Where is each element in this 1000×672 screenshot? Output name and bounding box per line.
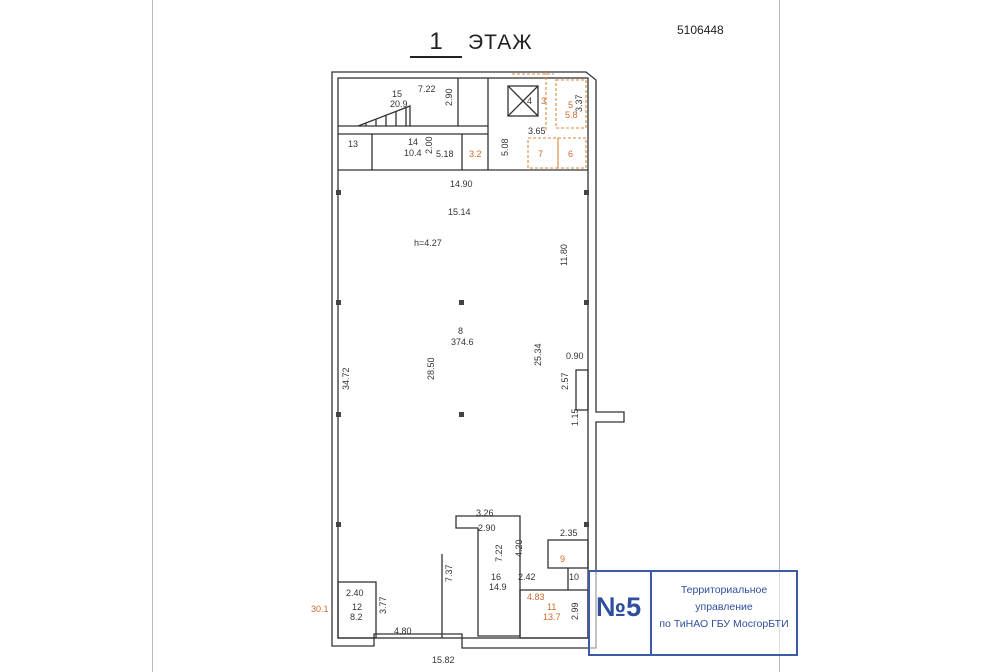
column-marker — [459, 412, 464, 417]
dimension: 4.80 — [394, 626, 412, 636]
floor-word: ЭТАЖ — [468, 31, 533, 54]
room-area: 5.8 — [565, 110, 578, 120]
dimension: 28.50 — [426, 357, 436, 380]
dimension: 2.42 — [518, 572, 536, 582]
room-number: 10 — [569, 572, 579, 582]
room-area: 30.1 — [311, 604, 329, 614]
dimension: 15.82 — [432, 655, 455, 665]
dimension: 2.57 — [560, 372, 570, 390]
dimension: 7.37 — [444, 564, 454, 582]
floor-number: 1 — [410, 28, 462, 58]
ceiling-height: h=4.27 — [414, 238, 442, 248]
room-6-outline — [557, 137, 587, 169]
room-number: 7 — [538, 149, 543, 159]
room-area: 20.9 — [390, 99, 408, 109]
elevator-shaft — [507, 85, 539, 117]
dimension: 2.35 — [560, 528, 578, 538]
stamp-line: Территориальное — [680, 584, 768, 596]
dimension: 11.80 — [559, 244, 569, 266]
room-number: 9 — [560, 554, 565, 564]
document-number: 5106448 — [677, 23, 724, 37]
room-number: 4 — [527, 96, 532, 106]
column-niche — [575, 369, 589, 411]
room-area: 8.2 — [350, 612, 363, 622]
column-marker — [584, 522, 589, 527]
dimension: 3.37 — [574, 94, 584, 112]
dimension: 2.90 — [444, 88, 454, 106]
inner-wall-outline — [337, 77, 589, 639]
column-marker — [336, 412, 341, 417]
room-12-walls — [337, 581, 377, 639]
elevator-cross — [507, 85, 539, 117]
dimension: 15.14 — [448, 207, 471, 217]
room-area: 4.83 — [527, 592, 545, 602]
left-margin-line — [152, 0, 153, 672]
column-marker — [336, 300, 341, 305]
room-9-walls — [547, 539, 589, 569]
dimension: 2.00 — [424, 136, 434, 154]
room-number: 6 — [568, 149, 573, 159]
dimension: 2.90 — [478, 523, 496, 533]
stamp-line: управление — [695, 601, 753, 613]
room-area: 3.2 — [469, 149, 482, 159]
dimension: 0.90 — [566, 351, 584, 361]
stamp-line: по ТиНАО ГБУ МосгорБТИ — [659, 618, 789, 630]
stamp-text: Территориальное управление по ТиНАО ГБУ … — [656, 582, 792, 633]
dimension: 14.90 — [450, 179, 473, 189]
room-16-walls — [455, 515, 521, 637]
dimension: 3.77 — [378, 596, 388, 614]
column-marker — [336, 190, 341, 195]
dimension: 5.08 — [500, 138, 510, 156]
dimension: 1.15 — [570, 408, 580, 426]
column-marker — [584, 190, 589, 195]
room-number: 13 — [348, 139, 358, 149]
dimension: 3.65 — [528, 126, 546, 136]
columns — [336, 190, 589, 527]
room-number: 12 — [352, 602, 362, 612]
dimension: 25.34 — [533, 343, 543, 366]
staircase — [357, 105, 411, 127]
room-number: 11 — [547, 602, 556, 612]
room-number: 15 — [392, 89, 402, 99]
dimension: 5.18 — [436, 149, 454, 159]
stamp-divider — [650, 572, 652, 654]
room-number: 16 — [491, 572, 501, 582]
outer-wall — [331, 71, 625, 649]
room-area: 374.6 — [451, 337, 474, 347]
dimension: 7.22 — [418, 84, 436, 94]
bti-stamp: №5 Территориальное управление по ТиНАО Г… — [588, 570, 798, 656]
dimension: 34.72 — [341, 367, 351, 390]
room-area: 10.4 — [404, 148, 422, 158]
room-area: 14.9 — [489, 582, 507, 592]
room-number: 3 — [541, 96, 546, 106]
floor-title: 1 ЭТАЖ — [410, 28, 560, 60]
right-margin-line — [779, 0, 780, 672]
room-5-outline — [555, 79, 587, 129]
dimension: 3.26 — [476, 508, 494, 518]
dimension: 4.20 — [514, 539, 524, 557]
room-number: 8 — [458, 326, 463, 336]
dimension: 2.40 — [346, 588, 364, 598]
room-area: 13.7 — [543, 612, 561, 622]
stamp-number: №5 — [596, 592, 642, 622]
room-number: 5 — [568, 100, 573, 110]
column-marker — [584, 300, 589, 305]
column-marker — [336, 522, 341, 527]
dimension: 7.22 — [494, 544, 504, 562]
column-marker — [459, 300, 464, 305]
dimension: 2.99 — [570, 602, 580, 620]
room-number: 14 — [408, 137, 418, 147]
